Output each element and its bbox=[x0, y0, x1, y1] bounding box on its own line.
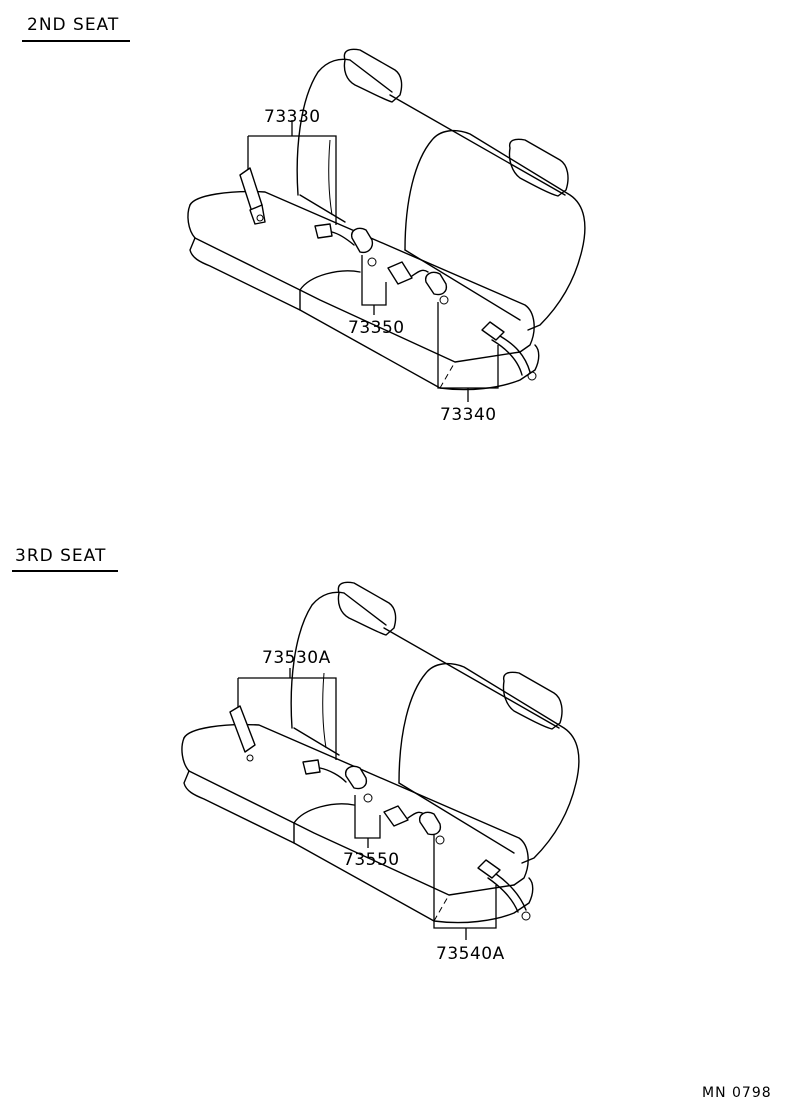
part-number-73530a: 73530A bbox=[262, 648, 331, 668]
belt-parts-2nd-seat bbox=[239, 167, 537, 381]
leader-lines-2nd-seat bbox=[247, 120, 499, 402]
section-title-2nd-seat: 2ND SEAT bbox=[27, 15, 120, 35]
part-number-73550: 73550 bbox=[343, 850, 400, 870]
section-title-underline bbox=[22, 40, 130, 42]
part-number-73350: 73350 bbox=[348, 318, 405, 338]
part-number-73330: 73330 bbox=[264, 107, 321, 127]
diagram-code: MN 0798 bbox=[702, 1085, 772, 1101]
part-number-73540a: 73540A bbox=[436, 944, 505, 964]
section-title-underline bbox=[12, 570, 118, 572]
bench-seat-illustration bbox=[187, 48, 586, 391]
part-number-73340: 73340 bbox=[440, 405, 497, 425]
section-title-3rd-seat: 3RD SEAT bbox=[15, 546, 107, 566]
leader-lines-3rd-seat bbox=[237, 668, 497, 940]
belt-parts-3rd-seat bbox=[229, 705, 531, 921]
